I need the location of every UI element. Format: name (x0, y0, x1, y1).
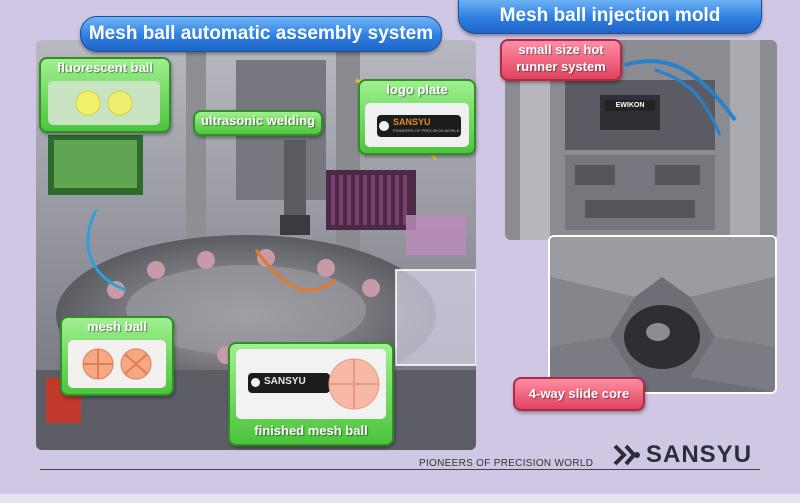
callout-slide-core: 4-way slide core (513, 377, 645, 411)
logo-plate-subtext: PIONEERS OF PRECISION WORLD (393, 128, 460, 133)
finished-mesh-ball-image: SANSYU (236, 349, 386, 419)
sansyu-mark-icon (613, 444, 640, 466)
finished-mesh-ball-label: finished mesh ball (254, 423, 368, 438)
finished-logo-text: SANSYU (264, 376, 306, 387)
sansyu-logo-text: SANSYU (646, 441, 753, 468)
fluorescent-ball-label: fluorescent ball (56, 60, 154, 75)
callout-fluorescent-ball: fluorescent ball (39, 57, 171, 133)
assembly-system-title: Mesh ball automatic assembly system (80, 16, 442, 52)
logo-plate-label: logo plate (386, 82, 448, 97)
callout-finished-mesh-ball: SANSYU finished mesh ball (228, 342, 394, 446)
mesh-ball-image (68, 340, 166, 388)
sansyu-logo: SANSYU (612, 440, 752, 470)
callout-hot-runner: small size hot runner system (500, 39, 622, 81)
ewikon-label: EWIKON (605, 100, 655, 111)
callout-logo-plate: logo plate SANSYU PIONEERS OF PRECISION … (358, 79, 476, 155)
bottom-band (0, 494, 800, 503)
mesh-ball-label: mesh ball (87, 319, 147, 334)
slide-core-label: 4-way slide core (528, 386, 630, 401)
logo-plate-image: SANSYU PIONEERS OF PRECISION WORLD (365, 103, 469, 147)
footer-tagline: PIONEERS OF PRECISION WORLD (419, 458, 594, 469)
footer-divider (40, 469, 760, 470)
ultrasonic-welding-label: ultrasonic welding (200, 113, 316, 128)
injection-mold-photo: EWIKON (505, 40, 777, 240)
logo-plate-text: SANSYU (393, 117, 431, 127)
hot-runner-label: small size hot runner system (516, 42, 606, 74)
injection-mold-title: Mesh ball injection mold (458, 0, 762, 34)
callout-ultrasonic-welding: ultrasonic welding (193, 110, 323, 136)
callout-mesh-ball: mesh ball (60, 316, 174, 396)
slide-core-photo (548, 235, 777, 394)
fluorescent-ball-image (48, 81, 160, 125)
